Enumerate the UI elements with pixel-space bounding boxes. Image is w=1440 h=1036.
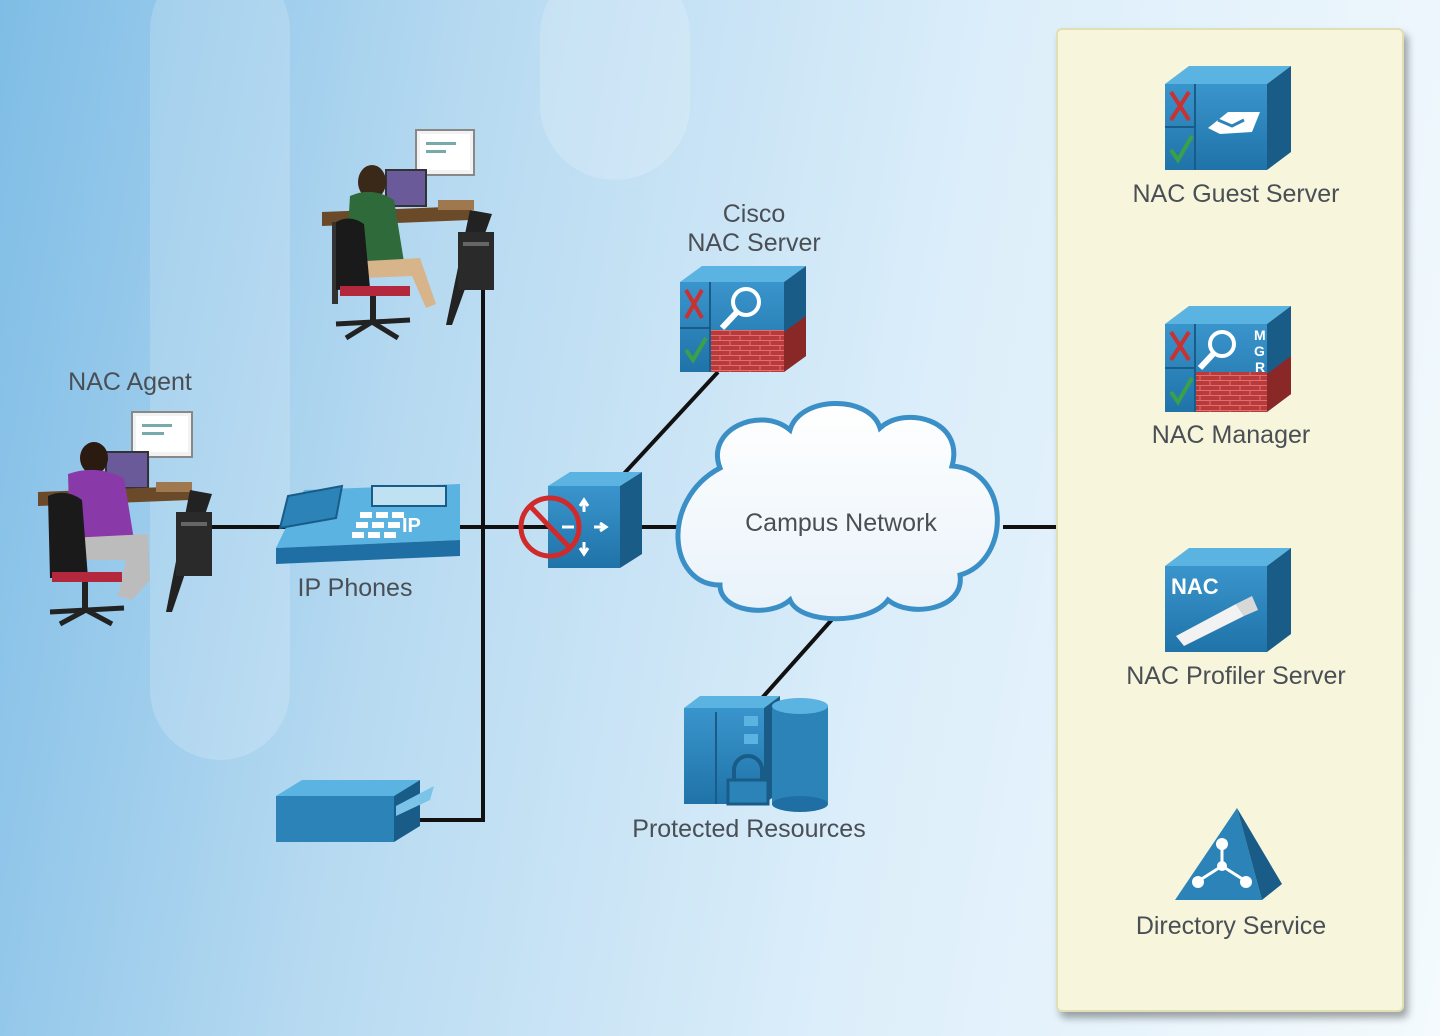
campus-network-cloud-icon [675,401,1000,622]
nac-guest-server-icon [1165,66,1291,170]
background-band [150,0,290,760]
protected-resources-label: Protected Resources [632,815,866,843]
ip-phone-ip-text: IP [402,515,421,537]
directory-service-icon [1175,808,1282,900]
nac-profiler-server-label: NAC Profiler Server [1126,662,1346,690]
nac-agent-workstation-icon [38,411,212,627]
nac-server-label: NAC Server [687,229,821,257]
protected-resources-icon [684,696,828,812]
nac-manager-label: NAC Manager [1151,421,1311,449]
link-cloud-resources [760,613,838,700]
ip-phones-label: IP Phones [297,574,413,602]
directory-service-label: Directory Service [1135,912,1327,940]
workstation-icon [322,129,494,341]
mgr-letter-r: R [1255,359,1265,375]
nac-profiler-server-icon: NAC [1165,548,1291,652]
ip-phone-icon: IP [276,484,460,564]
nac-manager-icon: M G R [1165,306,1291,412]
campus-network-label: Campus Network [745,509,937,537]
link-switch-nacserver [618,370,720,480]
cisco-nac-server-icon [680,266,806,372]
mgr-letter-g: G [1254,343,1265,359]
nac-guest-server-label: NAC Guest Server [1132,180,1340,208]
mgr-letter-m: M [1254,327,1266,343]
nac-profiler-nac-text: NAC [1171,574,1219,599]
nac-switch-icon [518,472,642,568]
cisco-label: Cisco [722,200,786,228]
background-band [540,0,690,180]
nac-agent-label: NAC Agent [68,368,192,396]
printer-icon [276,780,434,842]
